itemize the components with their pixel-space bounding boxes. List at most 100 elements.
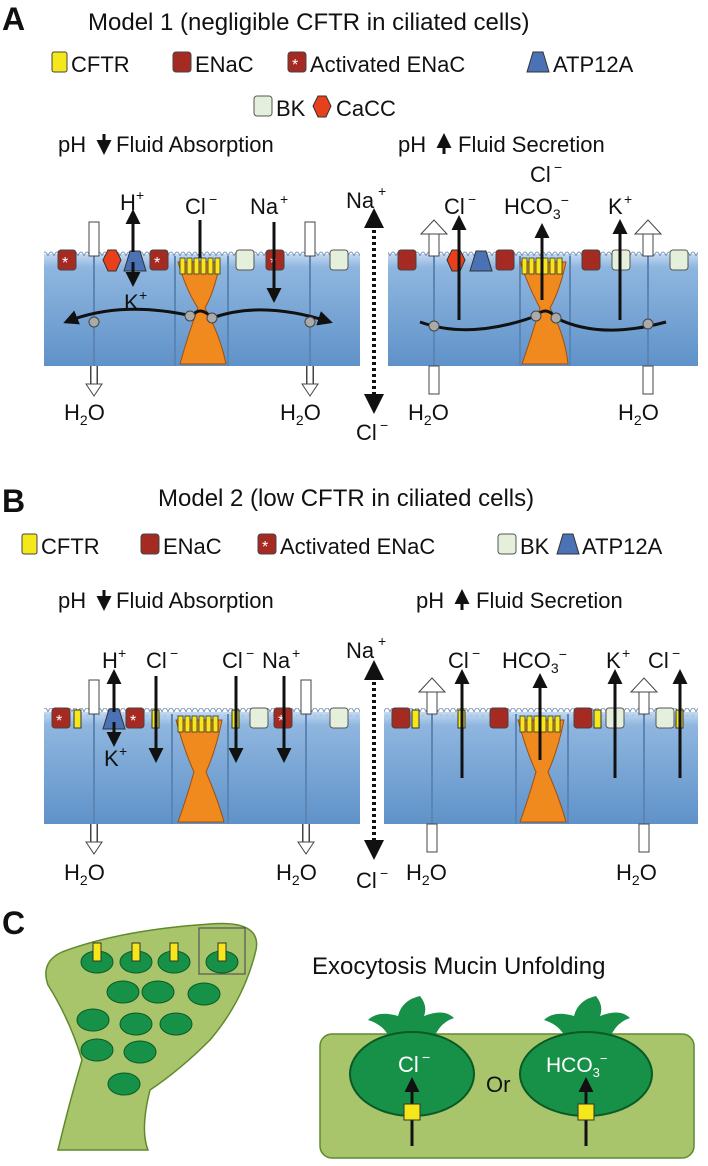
svg-text:*: * <box>56 713 62 730</box>
aquaporin-channel <box>304 221 316 257</box>
cftr-channel <box>73 709 82 729</box>
gap-junction-flow <box>63 307 333 326</box>
enac-legend-icon <box>140 533 160 555</box>
activated-enac-legend-icon <box>257 533 277 555</box>
enac-channel <box>573 707 593 729</box>
ph-label-left: pH <box>58 588 86 613</box>
epithelium-b-left: * * * H + Cl − <box>44 645 360 888</box>
ion-cl-label: Cl <box>444 194 465 219</box>
paracellular-b: Na + Cl − <box>346 633 388 893</box>
atp12a-channel <box>102 708 126 730</box>
fluid-absorption-heading: Fluid Absorption <box>116 588 274 613</box>
panel-a-letter: A <box>2 1 25 37</box>
enac-channel <box>391 707 411 729</box>
cftr-channel <box>411 709 420 729</box>
ion-cl-label: Cl <box>185 194 206 219</box>
water-label: H2O <box>616 860 657 888</box>
exocytosis-left: Cl − <box>349 996 475 1146</box>
bk-channel <box>329 249 349 271</box>
aquaporin-channel <box>88 679 100 715</box>
svg-text:+: + <box>139 287 147 303</box>
svg-text:+: + <box>622 645 630 661</box>
svg-text:+: + <box>292 645 300 661</box>
ion-k-label: K <box>606 648 621 673</box>
activated-enac-channel <box>57 249 77 271</box>
atp12a-legend-icon <box>526 51 550 73</box>
paracellular-a: Na + Cl − <box>346 183 388 445</box>
svg-text:*: * <box>154 255 160 272</box>
svg-text:−: − <box>468 191 476 207</box>
fluid-secretion-heading: Fluid Secretion <box>458 132 605 157</box>
cftr-rich-cell <box>519 261 569 365</box>
cftr-rich-cell <box>175 719 225 823</box>
legend-enac-label: ENaC <box>195 52 254 77</box>
legend-bk-label: BK <box>276 96 306 121</box>
paracellular-na-label: Na <box>346 188 375 213</box>
svg-text:−: − <box>422 1049 430 1065</box>
paracellular-cl-label: Cl <box>356 868 377 893</box>
svg-text:+: + <box>624 191 632 207</box>
gap-junction-flow <box>419 309 667 332</box>
water-label: H2O <box>276 860 317 888</box>
ph-label-left: pH <box>58 132 86 157</box>
svg-text:+: + <box>136 187 144 203</box>
epithelium-a-right: Cl − Cl − HCO3− K + H2O H2O <box>388 159 698 428</box>
panel-c-title: Exocytosis Mucin Unfolding <box>312 953 605 980</box>
ion-cl-label: Cl <box>448 648 469 673</box>
svg-text:*: * <box>262 539 268 556</box>
svg-text:+: + <box>280 191 288 207</box>
water-label: H2O <box>280 400 321 428</box>
bk-legend-icon <box>497 533 517 555</box>
svg-text:−: − <box>380 417 388 433</box>
svg-text:−: − <box>672 645 680 661</box>
water-label: H2O <box>64 400 105 428</box>
ion-k-label: K <box>608 194 623 219</box>
legend-cacc-label: CaCC <box>336 96 396 121</box>
cftr-legend-icon <box>51 51 68 73</box>
svg-text:−: − <box>170 645 178 661</box>
cftr-channel <box>577 1103 595 1121</box>
legend-activated-enac-label: Activated ENaC <box>280 534 435 559</box>
atp12a-channel <box>469 250 493 272</box>
activated-enac-legend-icon <box>287 51 307 73</box>
activated-enac-channel <box>125 707 145 729</box>
bk-channel <box>669 249 689 271</box>
panel-b-legend: CFTR ENaC * Activated ENaC BK ATP12A <box>21 533 663 559</box>
panel-a-legend: CFTR ENaC * Activated ENaC ATP12A BK CaC… <box>51 51 634 121</box>
svg-text:+: + <box>118 645 126 661</box>
ion-hco3-label: HCO3− <box>504 192 569 222</box>
cftr-channel <box>593 709 602 729</box>
enac-channel <box>397 249 417 271</box>
panel-b: B Model 2 (low CFTR in ciliated cells) C… <box>2 483 698 893</box>
goblet-cell <box>45 922 258 1151</box>
ion-na-label: Na <box>262 648 291 673</box>
water-label: H2O <box>408 400 449 428</box>
enac-channel <box>581 249 601 271</box>
aquaporin-channel <box>300 679 312 715</box>
panel-b-title: Model 2 (low CFTR in ciliated cells) <box>158 485 534 512</box>
svg-text:−: − <box>246 645 254 661</box>
aquaporin-channel <box>642 231 654 257</box>
atp12a-channel <box>123 250 147 272</box>
panel-c: C Exocytosis Mucin Unfolding <box>2 905 695 1159</box>
ion-k-label: K <box>124 290 139 315</box>
granule-cftr <box>92 942 227 962</box>
ion-h-label: H <box>102 648 118 673</box>
ion-h-label: H <box>120 190 136 215</box>
svg-text:+: + <box>119 743 127 759</box>
ion-cl-label: Cl <box>146 648 167 673</box>
bk-channel <box>249 707 269 729</box>
svg-text:*: * <box>130 713 136 730</box>
panel-a: A Model 1 (negligible CFTR in ciliated c… <box>2 1 698 445</box>
svg-text:*: * <box>278 713 284 730</box>
water-label: H2O <box>618 400 659 428</box>
fluid-secretion-heading: Fluid Secretion <box>476 588 623 613</box>
cftr-rich-cell <box>517 719 567 823</box>
zoom-box <box>198 927 246 975</box>
paracellular-na-label: Na <box>346 638 375 663</box>
fluid-absorption-heading: Fluid Absorption <box>116 132 274 157</box>
cftr-legend-icon <box>21 533 38 555</box>
svg-text:*: * <box>62 255 68 272</box>
aquaporin-channel <box>638 689 650 715</box>
